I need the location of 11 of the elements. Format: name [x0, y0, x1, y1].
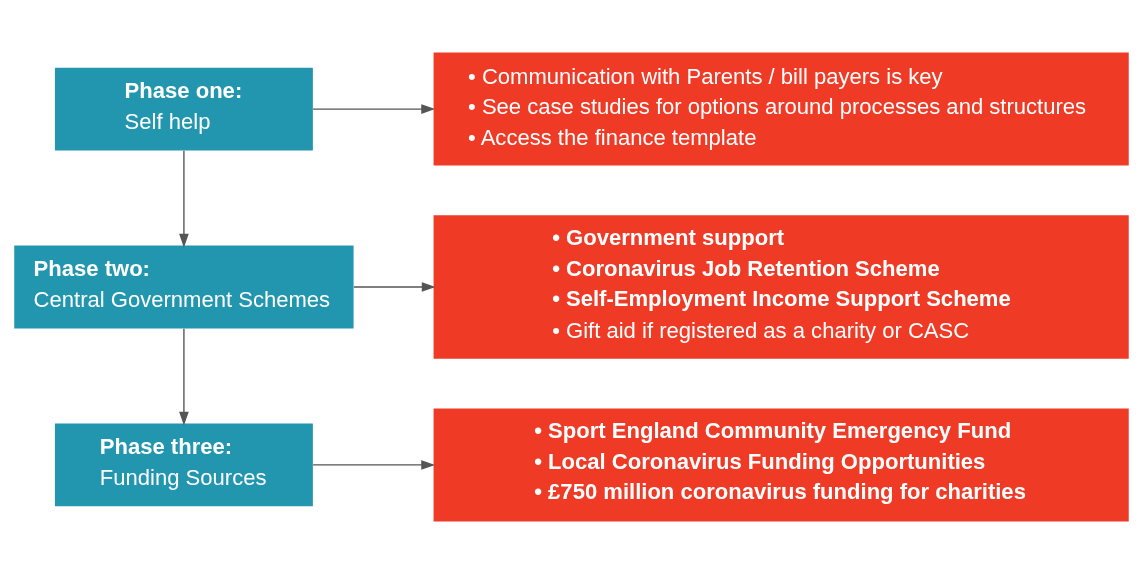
node-box: • Government support • Coronavirus Job Retention Scheme • Self-Employment Income Support Scheme • Gift aid if registered as a charity or CASC: [433, 215, 1129, 359]
arrow: [353, 282, 436, 292]
node-box: Phase one: Self help: [54, 67, 313, 151]
node-box: • Communication with Parents / bill payers is key • See case studies for options around processes and structures • Access the finance template: [433, 52, 1129, 166]
node-box: Phase two: Central Government Schemes: [14, 245, 354, 329]
arrow: [312, 460, 436, 470]
arrow: [312, 104, 436, 114]
arrow: [179, 150, 189, 248]
arrow: [179, 328, 189, 426]
node-box: • Sport England Community Emergency Fund • Local Coronavirus Funding Opportunities • £750 million coronavirus funding for charities: [433, 408, 1129, 522]
node-box: Phase three: Funding Sources: [54, 423, 313, 507]
